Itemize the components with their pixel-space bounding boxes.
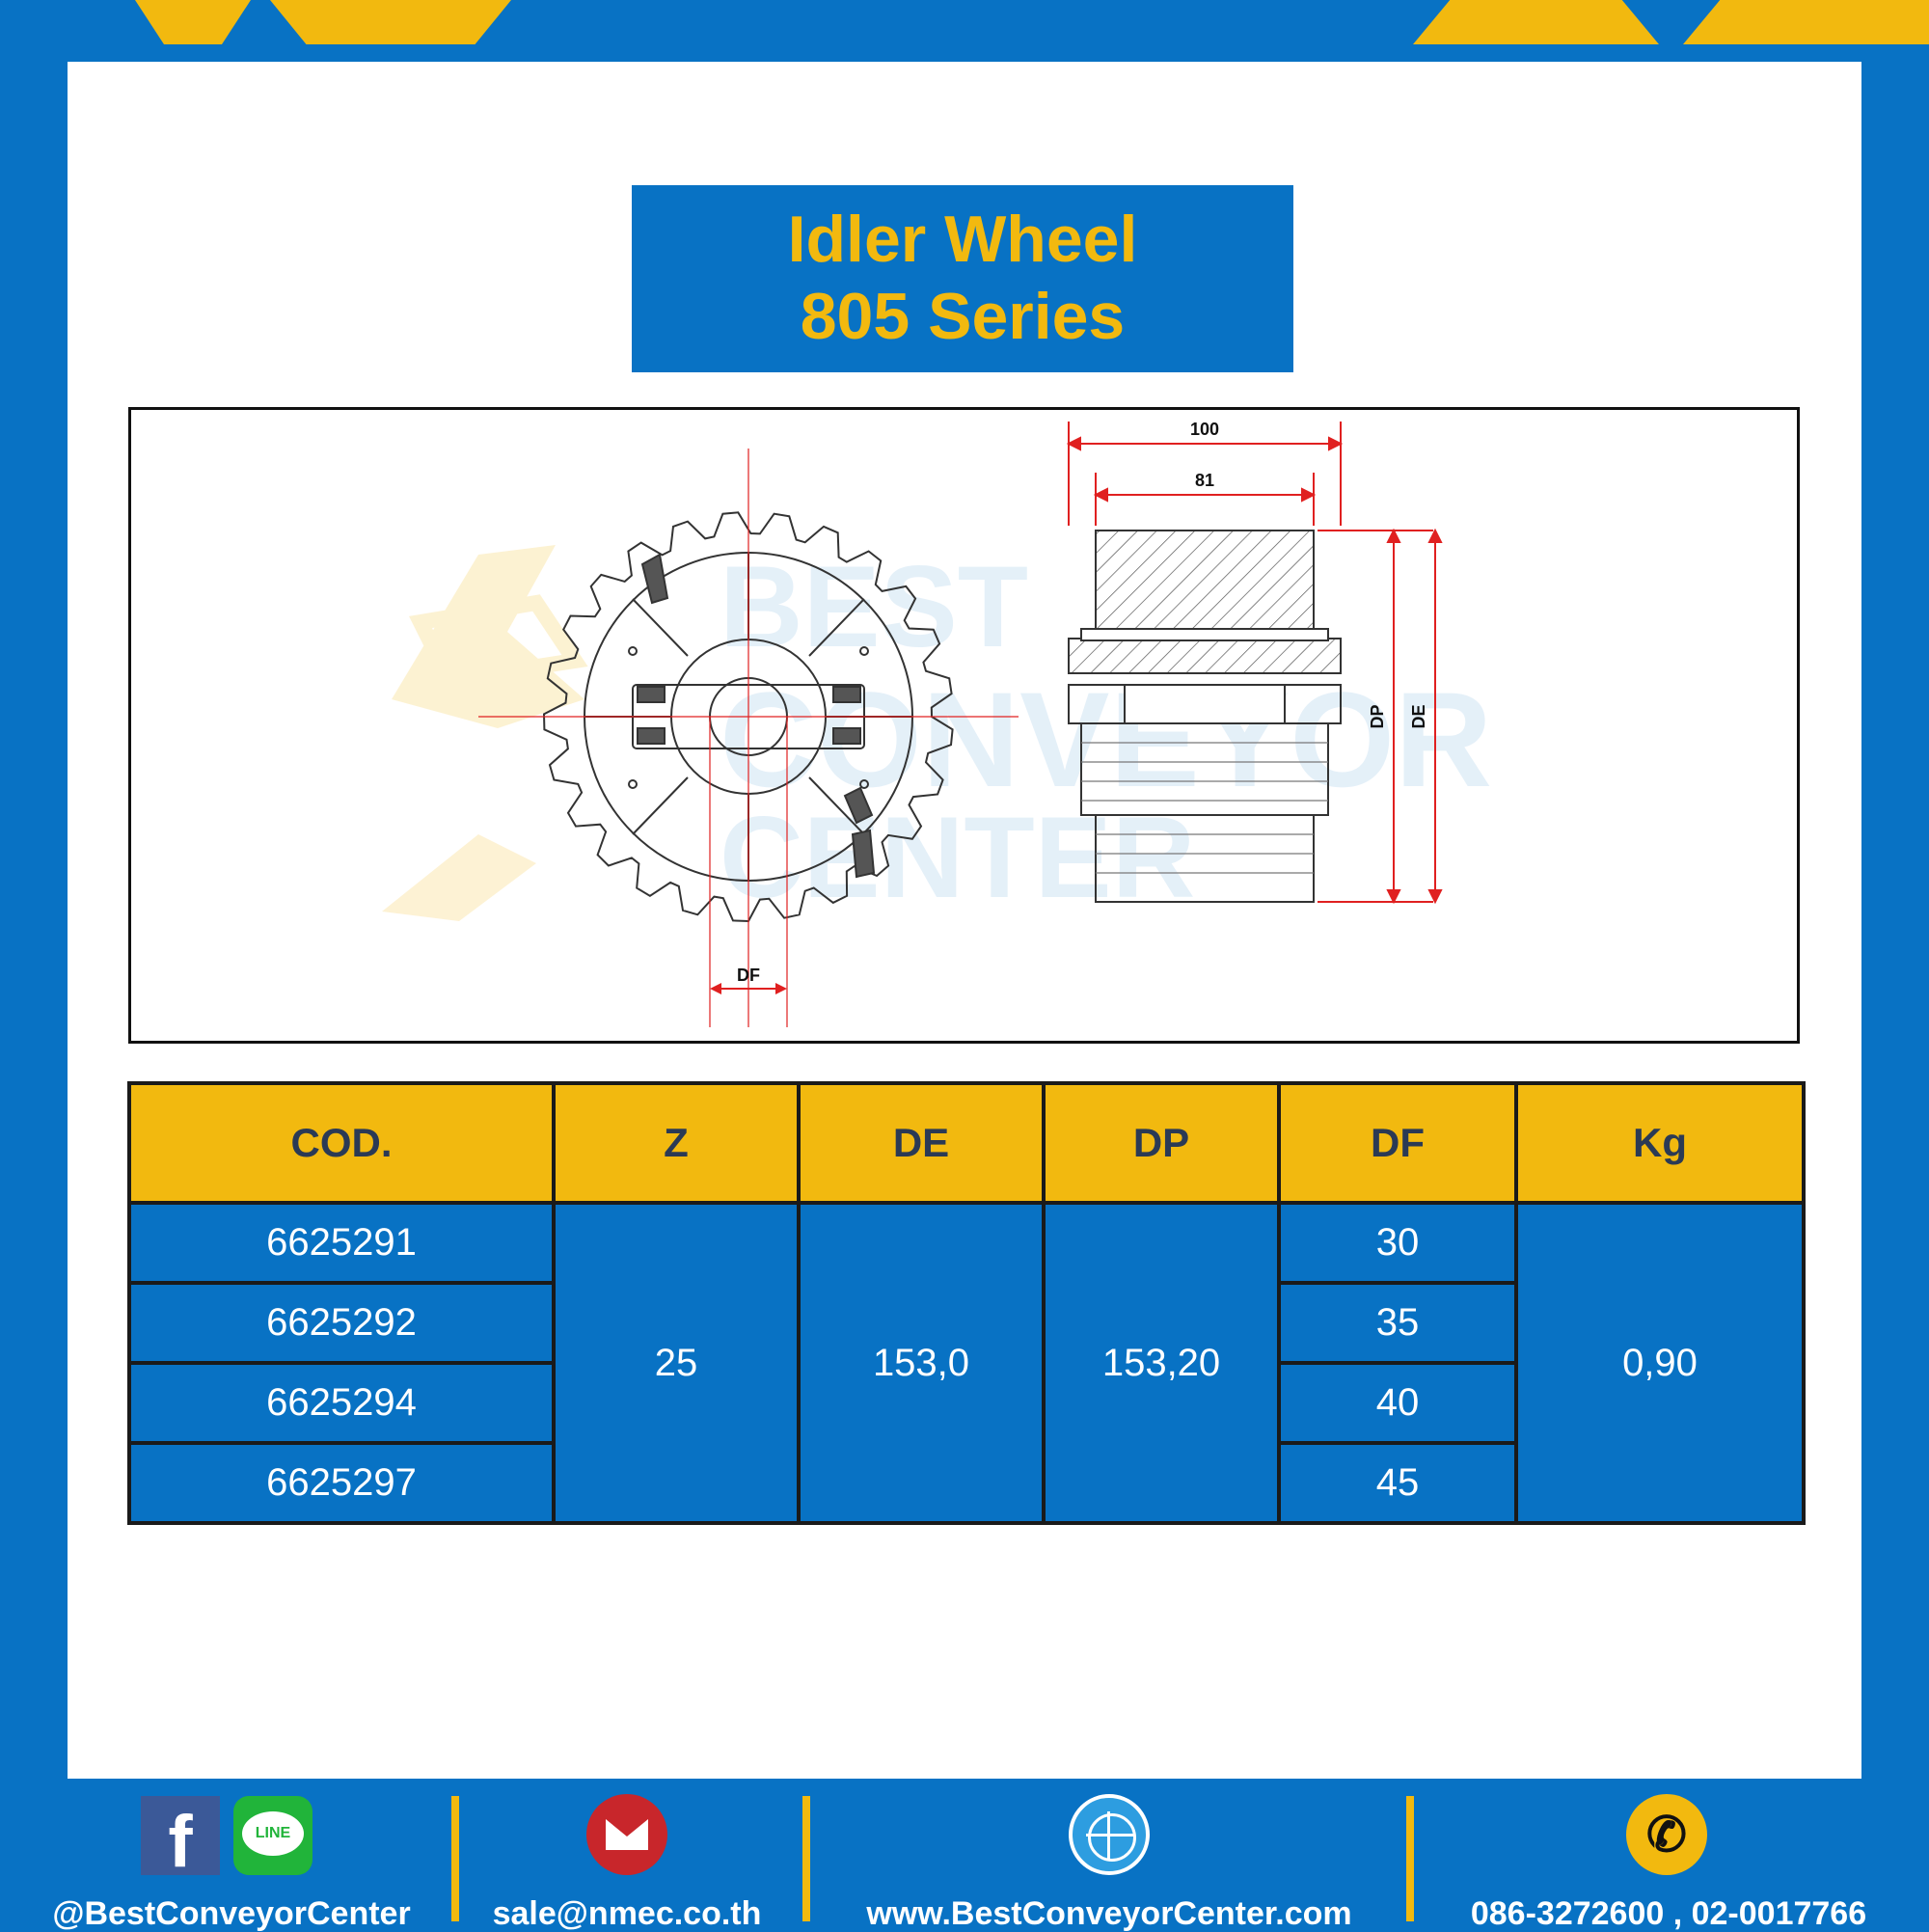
top-stripe-1 (135, 0, 251, 44)
header-z: Z (552, 1081, 801, 1205)
phone-numbers[interactable]: 086-3272600 , 02-0017766 (1470, 1895, 1867, 1932)
footer-website[interactable]: www.BestConveyorCenter.com (820, 1779, 1399, 1932)
globe-icon[interactable] (1069, 1794, 1150, 1875)
line-icon[interactable]: LINE (233, 1796, 312, 1875)
dp-cell: 153,20 (1042, 1201, 1281, 1525)
header-de: DE (797, 1081, 1046, 1205)
df-dimension: DF (710, 966, 787, 994)
dp-label: DP (1368, 704, 1387, 728)
cod-cell: 6625294 (127, 1361, 556, 1445)
title-line-1: Idler Wheel (787, 203, 1138, 276)
table-header-row: COD. Z DE DP DF Kg (127, 1081, 1806, 1205)
top-stripe-4 (1683, 0, 1929, 44)
header-df: DF (1277, 1081, 1518, 1205)
table-row: 6625294 40 (127, 1361, 1804, 1445)
table-row: 6625291 25 153,0 153,20 30 0,90 (127, 1201, 1806, 1525)
df-cell: 35 (1277, 1281, 1518, 1365)
table-row: 6625297 45 (127, 1441, 1804, 1525)
cod-cell: 6625292 (127, 1281, 556, 1365)
df-cell: 30 (1277, 1201, 1518, 1285)
social-handle[interactable]: @BestConveyorCenter (52, 1895, 411, 1932)
technical-drawing: BEST CONVEYOR CENTER (128, 407, 1800, 1044)
sprocket-side-view (1068, 530, 1342, 903)
title-banner: Idler Wheel 805 Series (632, 185, 1293, 372)
facebook-icon[interactable]: f (141, 1796, 220, 1883)
email-address[interactable]: sale@nmec.co.th (492, 1895, 762, 1932)
line-badge-label: LINE (242, 1811, 304, 1856)
df-cell: 45 (1277, 1441, 1518, 1525)
df-cell: 40 (1277, 1361, 1518, 1445)
de-cell: 153,0 (797, 1201, 1046, 1525)
sprocket-teeth (542, 511, 954, 923)
header-cod: COD. (127, 1081, 556, 1205)
footer-email[interactable]: sale@nmec.co.th (463, 1779, 791, 1932)
footer-separator (451, 1796, 459, 1921)
drawing-svg: BEST CONVEYOR CENTER (382, 420, 1492, 1027)
dimension-lines (1066, 422, 1443, 905)
watermark-logo-icon (382, 545, 588, 921)
dim-81-label: 81 (1195, 471, 1214, 490)
header-dp: DP (1042, 1081, 1281, 1205)
table-row: 6625292 35 (127, 1281, 1804, 1365)
email-icon[interactable] (586, 1794, 667, 1875)
df-label: DF (737, 966, 760, 985)
phone-icon[interactable]: ✆ (1626, 1794, 1707, 1875)
dim-100-label: 100 (1190, 420, 1219, 439)
cod-cell: 6625291 (127, 1201, 556, 1285)
footer-phone[interactable]: ✆ 086-3272600 , 02-0017766 (1418, 1779, 1919, 1932)
content-panel: Idler Wheel 805 Series BEST CONVEYOR CEN… (68, 62, 1861, 1779)
z-cell: 25 (552, 1201, 801, 1525)
center-lines (478, 449, 1019, 1027)
kg-cell: 0,90 (1514, 1201, 1806, 1525)
footer-separator (802, 1796, 810, 1921)
footer-social[interactable]: f LINE @BestConveyorCenter (19, 1779, 444, 1932)
footer-bar: f LINE @BestConveyorCenter sale@nmec.co.… (0, 1779, 1929, 1932)
title-line-2: 805 Series (800, 280, 1126, 353)
footer-separator (1406, 1796, 1414, 1921)
de-label: DE (1409, 704, 1428, 728)
website-url[interactable]: www.BestConveyorCenter.com (866, 1895, 1352, 1932)
top-stripe-3 (1413, 0, 1659, 44)
watermark-line-1: BEST (720, 542, 1028, 671)
header-kg: Kg (1514, 1081, 1806, 1205)
spec-table: COD. Z DE DP DF Kg 6625291 25 153,0 153,… (127, 1081, 1806, 1525)
cod-cell: 6625297 (127, 1441, 556, 1525)
top-stripe-2 (270, 0, 511, 44)
